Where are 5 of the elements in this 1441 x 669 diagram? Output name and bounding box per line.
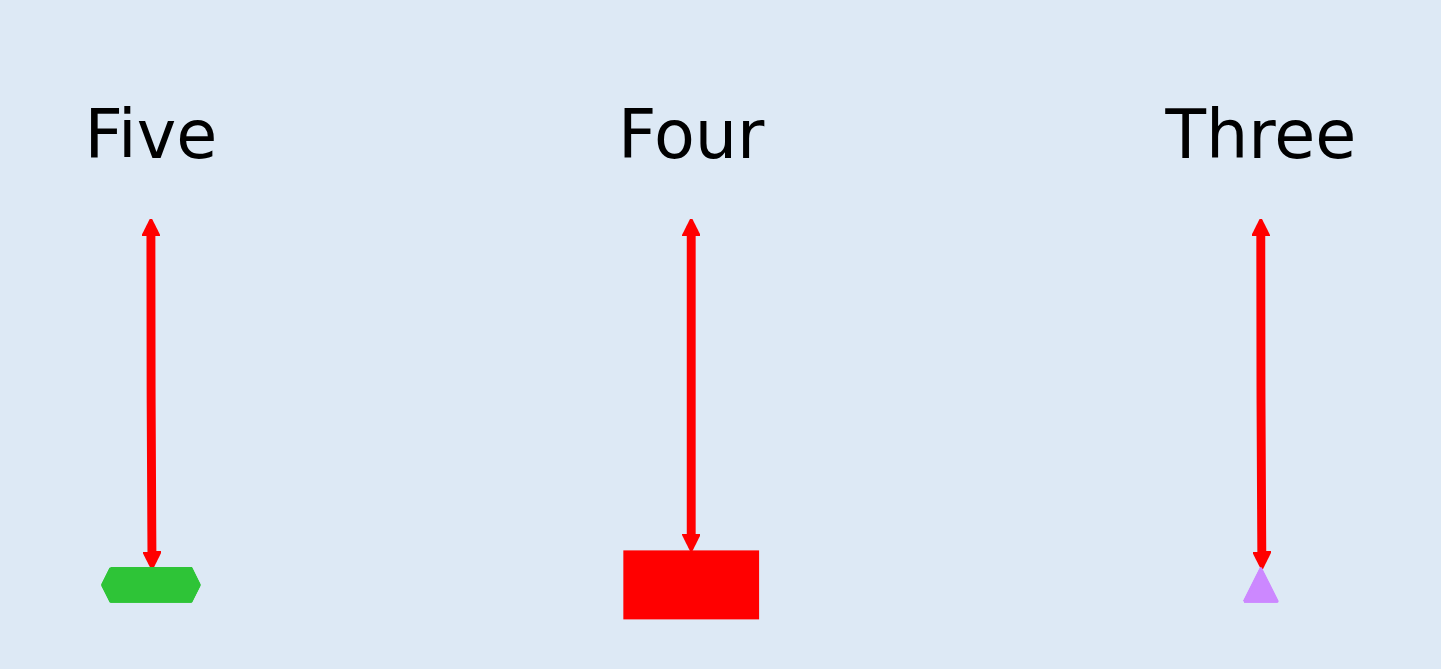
node-text: Four xyxy=(617,95,765,174)
node-box xyxy=(623,550,760,620)
node-text: Three xyxy=(1165,95,1357,174)
node-text: Five xyxy=(84,95,218,174)
arrow xyxy=(1251,217,1272,571)
